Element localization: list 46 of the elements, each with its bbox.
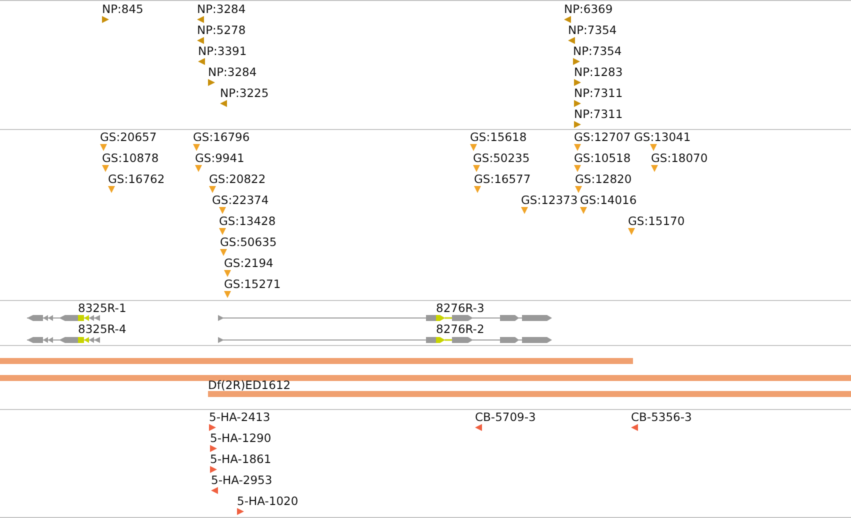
feature-label: 5-HA-2953 — [211, 473, 272, 487]
feature-label: NP:3391 — [198, 44, 247, 58]
feature-label: GS:20822 — [209, 172, 266, 186]
feature-label: NP:7311 — [574, 107, 623, 121]
feature-label: NP:3284 — [208, 65, 257, 79]
feature-label: 5-HA-2413 — [209, 410, 270, 424]
feature-label: GS:15271 — [224, 277, 281, 291]
feature-label: GS:14016 — [580, 193, 637, 207]
feature-label: NP:5278 — [197, 23, 246, 37]
feature-label: CB-5356-3 — [631, 410, 692, 424]
feature-label: GS:20657 — [100, 130, 157, 144]
feature-label: GS:9941 — [195, 151, 244, 165]
feature-label: NP:7311 — [574, 86, 623, 100]
feature-label: GS:12820 — [575, 172, 632, 186]
feature-label: GS:12707 — [574, 130, 631, 144]
feature-label: 8276R-3 — [436, 301, 484, 315]
feature-label: GS:16577 — [474, 172, 531, 186]
feature-label: GS:15170 — [628, 214, 685, 228]
feature-label: NP:845 — [102, 2, 144, 16]
feature-label: GS:13041 — [634, 130, 691, 144]
feature-label: GS:16762 — [108, 172, 165, 186]
feature-label: GS:10518 — [574, 151, 631, 165]
feature-label: 5-HA-1290 — [210, 431, 272, 445]
feature-label: NP:1283 — [574, 65, 623, 79]
feature-label: GS:13428 — [219, 214, 276, 228]
feature-label: NP:6369 — [564, 2, 613, 16]
feature-label: NP:7354 — [568, 23, 617, 37]
feature-label: 5-HA-1020 — [237, 494, 298, 508]
feature-label: NP:3284 — [197, 2, 246, 16]
feature-label: GS:22374 — [212, 193, 269, 207]
feature-label: GS:15618 — [470, 130, 527, 144]
feature-label: 8276R-2 — [436, 322, 484, 336]
feature-label: 8325R-1 — [78, 301, 126, 315]
feature-label: GS:12373 — [521, 193, 578, 207]
feature-label: GS:50235 — [473, 151, 530, 165]
feature-label: NP:3225 — [220, 86, 269, 100]
feature-label: GS:50635 — [220, 235, 277, 249]
feature-label: 5-HA-1861 — [210, 452, 272, 466]
feature-label: GS:18070 — [651, 151, 708, 165]
feature-label: Df(2R)ED1612 — [208, 378, 291, 392]
feature-label: GS:16796 — [193, 130, 250, 144]
feature-label: GS:10878 — [102, 151, 159, 165]
feature-label: GS:2194 — [224, 256, 274, 270]
feature-label: 8325R-4 — [78, 322, 126, 336]
feature-label: CB-5709-3 — [475, 410, 536, 424]
feature-label: NP:7354 — [573, 44, 622, 58]
